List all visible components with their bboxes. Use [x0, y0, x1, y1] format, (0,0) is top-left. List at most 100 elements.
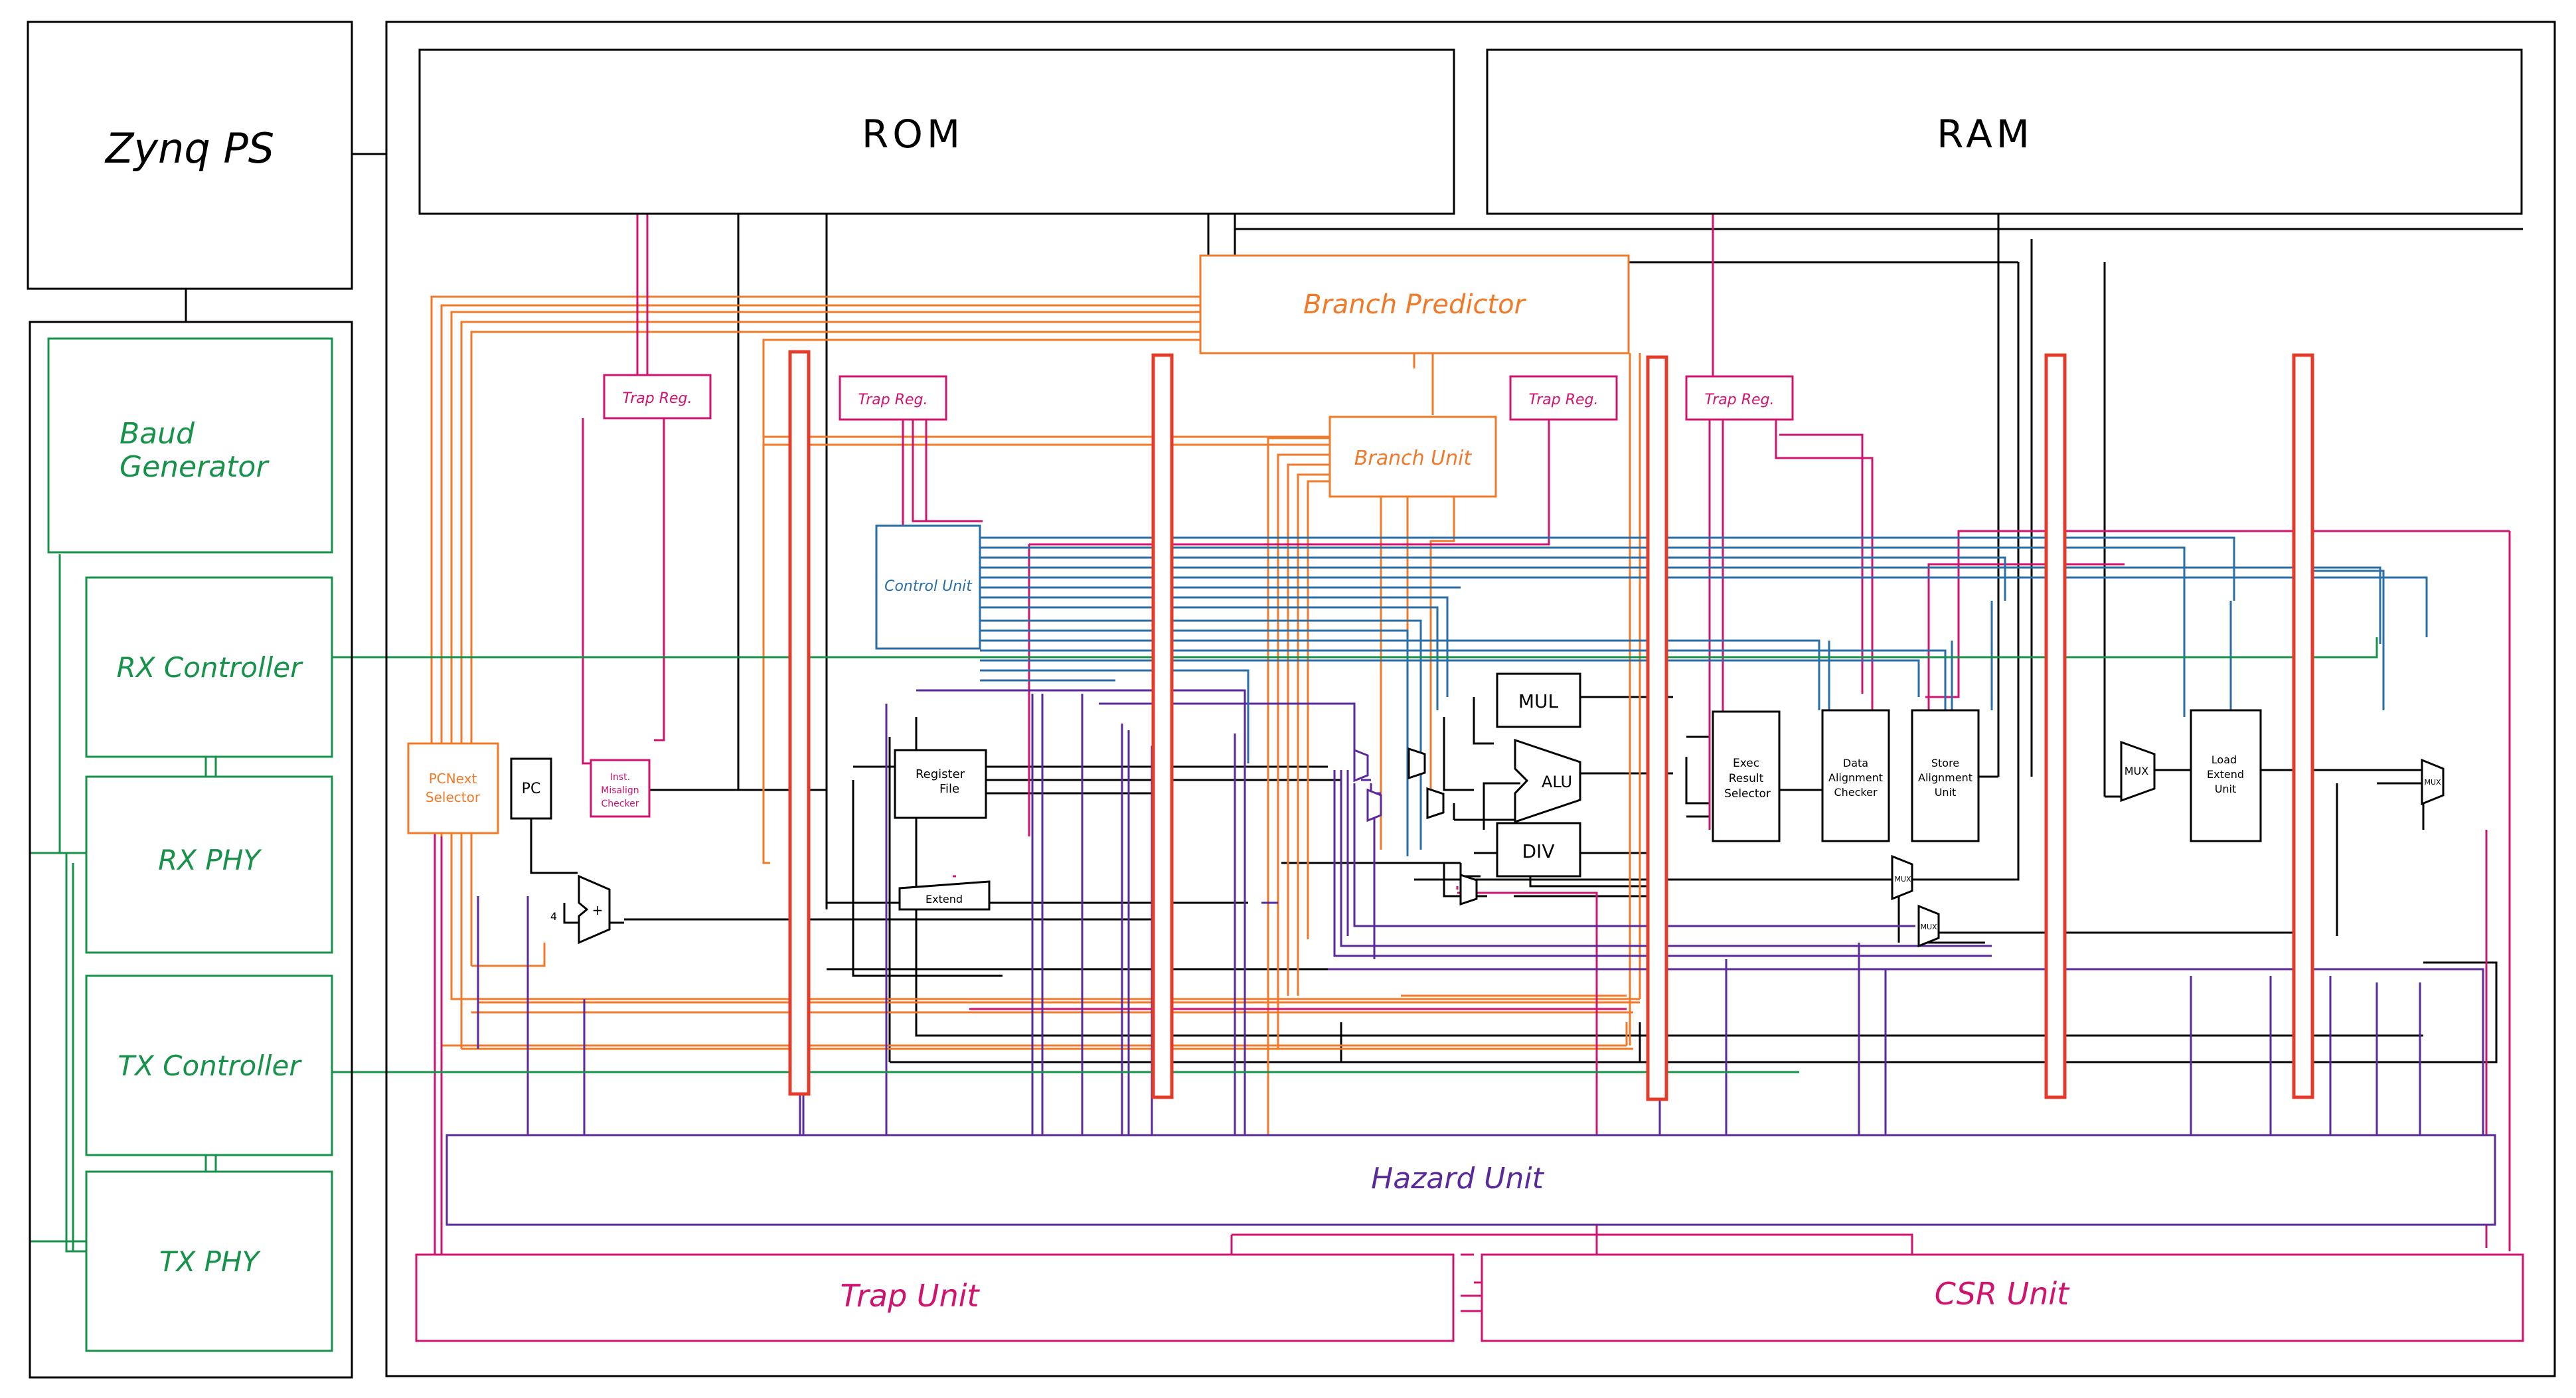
pc-adder-four: 4	[550, 910, 557, 923]
data-align-label-1: Data	[1843, 757, 1868, 769]
pc-label: PC	[522, 781, 541, 797]
load-extend-unit-box	[2190, 709, 2262, 842]
baud-generator-label-1: Baud	[120, 417, 195, 451]
baud-generator-label-2: Generator	[120, 450, 270, 484]
alu-src-mux-a-icon	[1408, 747, 1426, 780]
register-file-label-1: Register	[916, 767, 965, 781]
inst-misalign-label-1: Inst.	[610, 772, 630, 783]
writeback-mux-icon	[2421, 758, 2445, 806]
pipeline-reg-id-ex	[1151, 353, 1174, 1099]
execute-muxes	[1353, 747, 1478, 906]
pipeline-registers	[788, 350, 2314, 1101]
trap-reg-3-label: Trap Reg.	[1529, 392, 1599, 408]
csr-unit-box	[1481, 1253, 2524, 1342]
csr-mux-2-icon	[1917, 904, 1940, 948]
div-box	[1496, 822, 1581, 878]
ram-label: RAM	[1937, 112, 2034, 157]
alu-src-mux-b-icon	[1426, 787, 1445, 820]
green-wires	[30, 554, 2378, 1253]
exec-result-label-3: Selector	[1724, 787, 1771, 801]
hazard-unit-box	[445, 1134, 2496, 1226]
store-align-label-1: Store	[1931, 757, 1959, 769]
trap-reg-4-label: Trap Reg.	[1705, 392, 1775, 408]
extend-box	[898, 880, 991, 911]
uart	[47, 337, 333, 1352]
trap-reg-2-box	[839, 375, 947, 421]
branch-predictor-label: Branch Predictor	[1303, 289, 1527, 320]
csr-unit-label: CSR Unit	[1935, 1276, 2070, 1312]
branch-unit-label: Branch Unit	[1354, 447, 1473, 470]
store-alignment-unit-box	[1911, 709, 1980, 842]
trap-reg-1-box	[603, 374, 712, 420]
trap-regs: Trap Reg. Trap Reg. Trap Reg. Trap Reg.	[603, 374, 1794, 421]
forward-mux-a-icon	[1353, 748, 1369, 783]
purple-wires	[477, 689, 2484, 1135]
trap-reg-3-box	[1509, 375, 1618, 421]
pcnext-label-2: Selector	[426, 789, 481, 805]
trap-reg-4-box	[1685, 375, 1794, 421]
trap-unit-label: Trap Unit	[840, 1278, 980, 1314]
csr-mux-1-label: MUX	[1894, 875, 1911, 884]
load-mux-icon	[2120, 740, 2156, 803]
rx-phy-box	[85, 775, 333, 954]
writeback-mux-label: MUX	[2424, 778, 2441, 787]
pcnext-label-1: PCNext	[429, 771, 477, 787]
branch-mux-icon	[1459, 873, 1478, 906]
frames: Zynq PS	[27, 21, 2556, 1379]
load-extend-label-3: Unit	[2215, 783, 2237, 795]
rx-controller-box	[85, 576, 333, 758]
data-align-label-2: Alignment	[1828, 771, 1883, 784]
exec-result-selector-box	[1712, 710, 1781, 842]
hazard-unit-label: Hazard Unit	[1371, 1162, 1544, 1196]
control-unit-label: Control Unit	[884, 578, 973, 595]
inst-misalign-label-3: Checker	[602, 799, 639, 809]
rx-phy-label: RX PHY	[158, 844, 262, 876]
store-align-label-2: Alignment	[1918, 771, 1972, 784]
rom-box	[418, 48, 1455, 215]
load-extend-label-2: Extend	[2207, 768, 2244, 781]
pipeline-reg-mem-wb	[2044, 353, 2067, 1099]
pc-adder-shape	[578, 874, 611, 945]
ram-box	[1486, 48, 2523, 215]
exec-result-label-2: Result	[1729, 772, 1764, 785]
csr-mux-2-label: MUX	[1920, 923, 1937, 931]
register-file-label-2: File	[939, 782, 959, 796]
tx-controller-label: TX Controller	[118, 1049, 302, 1082]
rx-controller-label: RX Controller	[117, 651, 304, 684]
mul-box	[1496, 672, 1581, 728]
tx-phy-box	[85, 1170, 333, 1352]
zynq-ps-box	[27, 21, 353, 290]
rom-label: ROM	[862, 112, 964, 157]
load-extend-label-1: Load	[2212, 753, 2237, 766]
extend-label: Extend	[926, 893, 963, 905]
exec-result-label-1: Exec	[1733, 757, 1759, 770]
control-unit-box	[875, 524, 981, 650]
trap-unit-box	[415, 1253, 1455, 1342]
trap-reg-1-label: Trap Reg.	[623, 390, 692, 407]
load-mux-label: MUX	[2125, 765, 2149, 777]
blue-wires	[980, 536, 2428, 856]
register-file-box	[894, 749, 987, 819]
data-align-label-3: Checker	[1834, 786, 1877, 799]
data-alignment-checker-box	[1821, 709, 1890, 842]
pipeline-reg-wb	[2292, 353, 2314, 1099]
pcnext-selector-box	[407, 742, 499, 834]
mul-label: MUL	[1518, 690, 1559, 712]
baud-generator-box	[47, 337, 333, 554]
pc-box	[510, 757, 552, 820]
tx-controller-box	[85, 974, 333, 1156]
pipeline-reg-ex-mem	[1646, 355, 1668, 1101]
alu-label: ALU	[1542, 773, 1572, 791]
forward-mux-b-icon	[1366, 788, 1382, 822]
zynq-ps-label: Zynq PS	[104, 124, 274, 173]
store-align-label-3: Unit	[1935, 786, 1957, 799]
cpu-frame	[385, 21, 2556, 1377]
csr-mux-1-icon	[1891, 854, 1913, 901]
alu-shape	[1514, 738, 1581, 824]
inst-misalign-checker-box	[590, 759, 651, 818]
div-label: DIV	[1522, 840, 1555, 862]
pc-adder-plus: +	[592, 902, 604, 918]
wires	[30, 153, 2523, 1312]
uart-labels: Baud Generator RX Controller RX PHY TX C…	[117, 417, 304, 1278]
